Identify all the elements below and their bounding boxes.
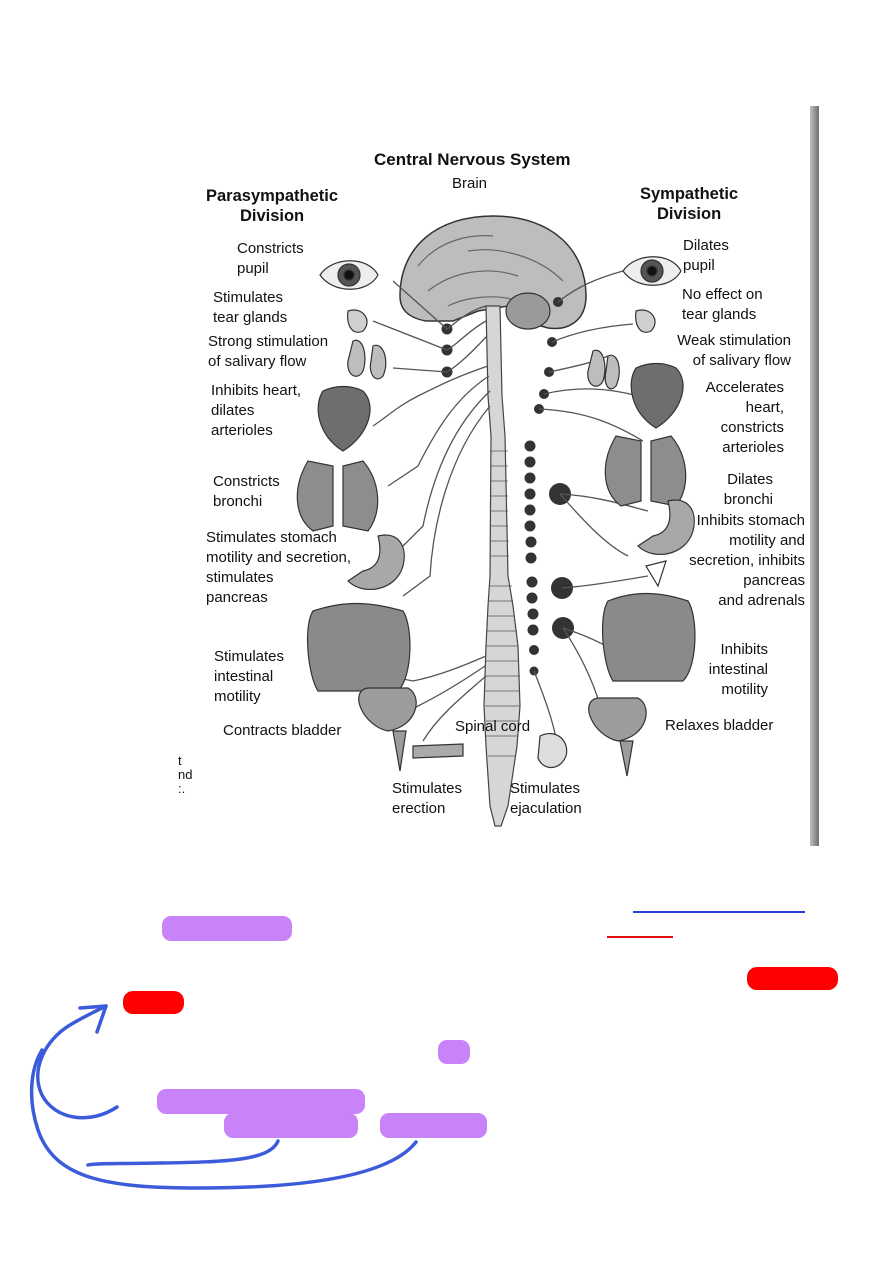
brain-label: Brain xyxy=(452,175,488,192)
arrow-curve-lower-1 xyxy=(86,1139,280,1167)
arrow-curve-upper xyxy=(36,1004,119,1120)
spinal-cord-label: Spinal cord xyxy=(455,718,531,735)
para-effect-bronchi: Constricts bronchi xyxy=(213,473,280,510)
brain-illustration xyxy=(399,215,587,330)
blue-underline xyxy=(633,911,805,913)
red-highlight-1 xyxy=(747,967,838,990)
parasympathetic-organs xyxy=(296,260,464,772)
sympathetic-organs xyxy=(537,256,696,777)
symp-effect-ejaculation: Stimulates ejaculation xyxy=(510,780,582,817)
para-effect-stomach: Stimulates stomach motility and secretio… xyxy=(206,529,352,606)
red-underline xyxy=(607,936,673,938)
red-highlight-2 xyxy=(123,991,184,1014)
purple-highlight-5 xyxy=(380,1113,487,1138)
symp-effect-bronchi: Dilates bronchi xyxy=(723,471,773,508)
para-effect-heart: Inhibits heart, dilates arterioles xyxy=(211,382,302,439)
symp-effect-stomach: Inhibits stomach motility and secretion,… xyxy=(689,512,805,609)
symp-effect-heart: Accelerates heart, constricts arterioles xyxy=(705,379,784,456)
symp-effect-bladder: Relaxes bladder xyxy=(665,717,774,734)
para-effect-tear-glands: Stimulates tear glands xyxy=(213,289,288,326)
parasympathetic-heading: Parasympathetic Division xyxy=(206,187,339,225)
para-effect-pupil: Constricts pupil xyxy=(237,240,304,277)
sympathetic-heading: Sympathetic Division xyxy=(640,185,739,223)
para-effect-intestine: Stimulates intestinal motility xyxy=(214,648,285,705)
para-effect-bladder: Contracts bladder xyxy=(223,722,342,739)
para-effect-salivary: Strong stimulation of salivary flow xyxy=(208,333,329,370)
symp-effect-tear-glands: No effect on tear glands xyxy=(682,286,763,323)
page-edge-shadow xyxy=(810,106,819,846)
para-effect-erection: Stimulates erection xyxy=(392,780,463,817)
diagram-artwork xyxy=(296,215,696,827)
nervous-system-figure: Central Nervous System Brain Spinal cord… xyxy=(168,106,819,846)
symp-effect-intestine: Inhibits intestinal motility xyxy=(708,641,768,698)
diagram-title: Central Nervous System xyxy=(374,150,571,169)
purple-highlight-4 xyxy=(224,1113,358,1138)
purple-highlight-1 xyxy=(162,916,292,941)
symp-effect-pupil: Dilates pupil xyxy=(683,237,729,274)
purple-highlight-3 xyxy=(157,1089,365,1114)
purple-highlight-2 xyxy=(438,1040,470,1064)
arrow-head xyxy=(78,1004,108,1034)
spinal-cord-illustration xyxy=(483,305,521,827)
symp-effect-salivary: Weak stimulation of salivary flow xyxy=(677,332,791,369)
margin-fragment: t nd :. xyxy=(178,753,193,796)
